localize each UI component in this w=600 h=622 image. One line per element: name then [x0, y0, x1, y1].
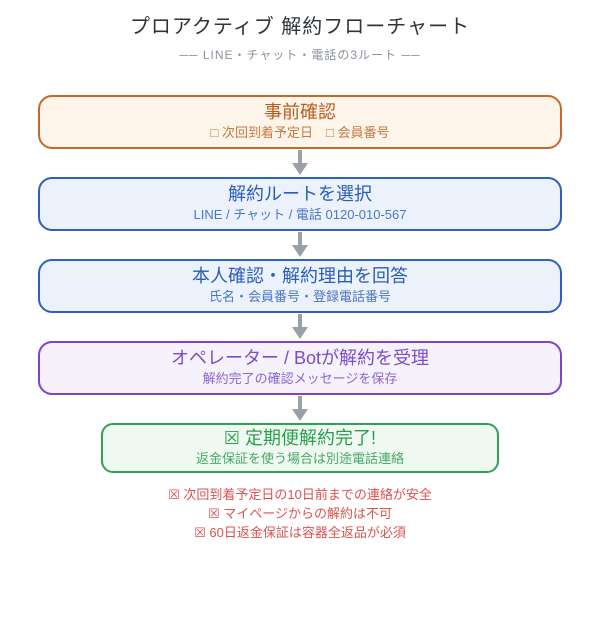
step-subtitle: 返金保証を使う場合は別途電話連絡	[195, 451, 404, 466]
page-title: プロアクティブ 解約フローチャート	[129, 16, 471, 38]
step-choose-route: 解約ルートを選択 LINE / チャット / 電話 0120-010-567	[38, 177, 562, 231]
step-identity-check: 本人確認・解約理由を回答 氏名・会員番号・登録電話番号	[38, 259, 562, 313]
step-title: ☒ 定期便解約完了!	[223, 428, 377, 448]
step-title: オペレーター / Botが解約を受理	[170, 348, 430, 368]
down-arrow-icon	[0, 232, 600, 258]
step-precheck: 事前確認 □ 次回到着予定日 □ 会員番号	[38, 95, 562, 149]
flowchart: 事前確認 □ 次回到着予定日 □ 会員番号 解約ルートを選択 LINE / チャ…	[0, 95, 600, 473]
down-arrow-icon	[0, 396, 600, 422]
down-arrow-icon	[0, 314, 600, 340]
step-title: 事前確認	[264, 102, 336, 122]
step-operator-accept: オペレーター / Botが解約を受理 解約完了の確認メッセージを保存	[38, 341, 562, 395]
page-subtitle: ── LINE・チャット・電話の3ルート ──	[179, 48, 421, 62]
warning-note: ☒ 60日返金保証は容器全返品が必須	[194, 525, 406, 540]
step-done: ☒ 定期便解約完了! 返金保証を使う場合は別途電話連絡	[101, 423, 499, 473]
step-subtitle: LINE / チャット / 電話 0120-010-567	[193, 207, 407, 222]
step-title: 解約ルートを選択	[228, 184, 372, 204]
warning-note: ☒ 次回到着予定日の10日前までの連絡が安全	[168, 487, 432, 502]
warning-note: ☒ マイページからの解約は不可	[207, 506, 392, 521]
step-title: 本人確認・解約理由を回答	[192, 266, 408, 286]
step-subtitle: 解約完了の確認メッセージを保存	[202, 371, 398, 386]
step-subtitle: □ 次回到着予定日 □ 会員番号	[210, 125, 390, 140]
warning-notes: ☒ 次回到着予定日の10日前までの連絡が安全 ☒ マイページからの解約は不可 ☒…	[0, 485, 600, 542]
step-subtitle: 氏名・会員番号・登録電話番号	[208, 289, 391, 304]
down-arrow-icon	[0, 150, 600, 176]
